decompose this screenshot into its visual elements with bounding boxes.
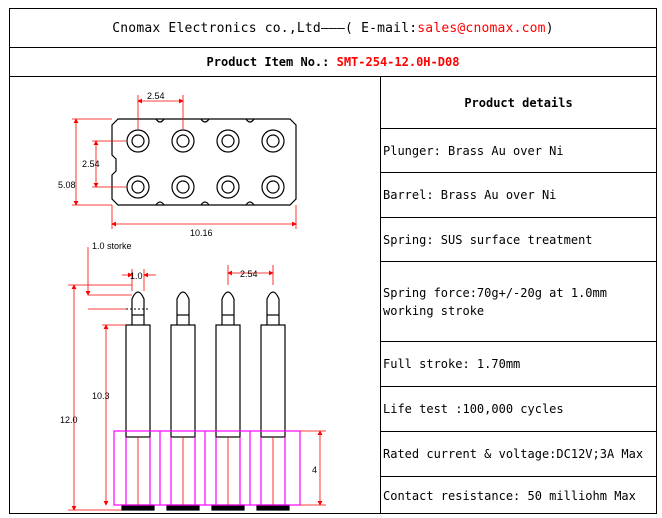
dim-row-pitch: 2.54 [82, 159, 100, 169]
hole [216, 175, 240, 199]
barrel [125, 324, 151, 438]
details-title: Product details [381, 77, 656, 129]
detail-spring: Spring: SUS surface treatment [381, 218, 656, 262]
dimension-lines-side [68, 247, 326, 511]
email-link[interactable]: sales@cnomax.com [417, 20, 546, 36]
hole [261, 175, 285, 199]
hole [261, 129, 285, 153]
detail-contact-resistance: Contact resistance: 50 milliohm Max [383, 488, 636, 503]
pin-holes [126, 129, 285, 199]
plunger [131, 291, 145, 325]
dim-base-height: 4 [312, 465, 317, 475]
dim-height: 5.08 [58, 180, 76, 190]
header-notches [155, 118, 255, 206]
product-item-label: Product Item No.: [206, 54, 330, 69]
drawing-svg: 2.54 2.54 5.08 10.16 [58, 91, 326, 511]
header-close: ) [545, 20, 554, 36]
dim-stroke: 1.0 storke [92, 241, 132, 251]
plunger [266, 291, 280, 325]
dim-body-height: 10.3 [92, 391, 110, 401]
technical-drawing: 2.54 2.54 5.08 10.16 [10, 77, 381, 513]
barrel [260, 324, 286, 438]
barrel [215, 324, 241, 438]
hole [216, 129, 240, 153]
hole [171, 175, 195, 199]
dim-pitch-top: 2.54 [147, 91, 165, 101]
barrel-center-lines [137, 437, 274, 505]
hole [126, 175, 150, 199]
product-item-row: Product Item No.: SMT-254-12.0H-D08 [10, 47, 656, 77]
hole [171, 129, 195, 153]
detail-barrel: Barrel: Brass Au over Ni [381, 173, 656, 218]
header-outline [111, 118, 297, 206]
plastic-base [113, 430, 301, 506]
product-details: Product details Plunger: Brass Au over N… [381, 77, 656, 513]
dim-pin-dia: 1.0 [130, 271, 143, 281]
plunger [176, 291, 190, 325]
dim-pitch-side: 2.54 [240, 269, 258, 279]
plunger [221, 291, 235, 325]
company-name: Cnomax Electronics co.,Ltd———( E-mail: [112, 20, 418, 36]
detail-life-test: Life test :100,000 cycles [381, 387, 656, 432]
dim-total-height: 12.0 [60, 415, 78, 425]
detail-full-stroke: Full stroke: 1.70mm [381, 342, 656, 387]
detail-rated-current: Rated current & voltage:DC12V;3A Max [381, 432, 656, 477]
hole [126, 129, 150, 153]
dim-width: 10.16 [190, 228, 213, 238]
detail-plunger: Plunger: Brass Au over Ni [381, 129, 656, 173]
detail-spring-force: Spring force:70g+/-20g at 1.0mm working … [381, 262, 656, 342]
barrel [170, 324, 196, 438]
company-header: Cnomax Electronics co.,Ltd———( E-mail: s… [10, 9, 656, 48]
product-sheet: Cnomax Electronics co.,Ltd———( E-mail: s… [9, 8, 657, 514]
product-item-number: SMT-254-12.0H-D08 [336, 54, 460, 69]
dimension-lines-top [72, 95, 297, 229]
